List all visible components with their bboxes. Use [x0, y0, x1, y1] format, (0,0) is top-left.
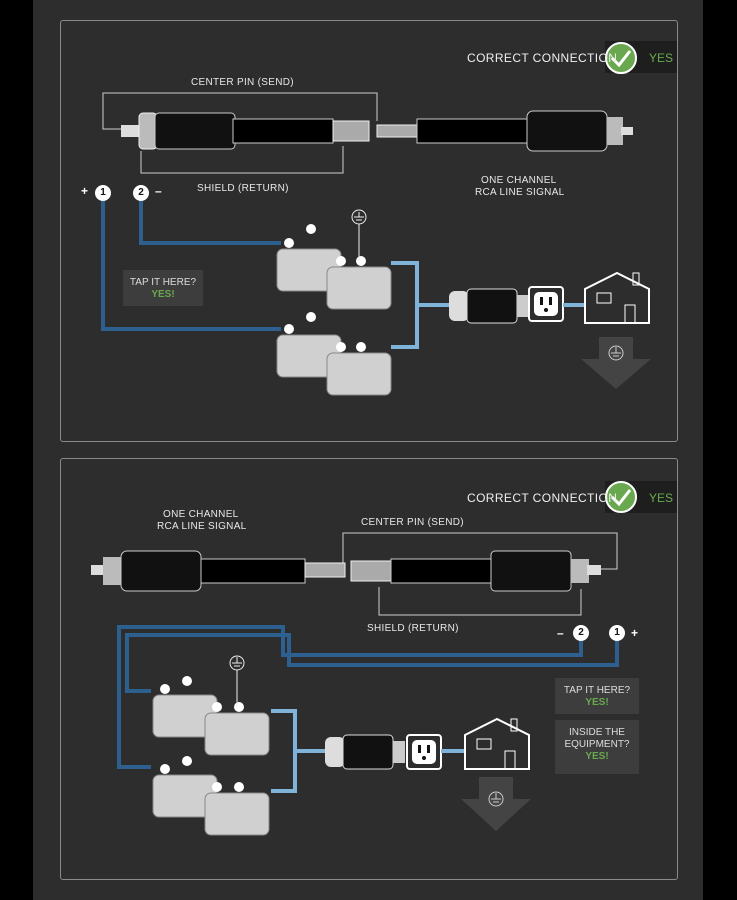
plus-sign: +: [81, 184, 89, 198]
shield-wire: [139, 201, 281, 245]
house-icon: [584, 271, 650, 324]
tap-it-here-box: TAP IT HERE? YES!: [555, 678, 639, 714]
hot-wire: [271, 709, 297, 793]
center-pin-line: [342, 532, 618, 570]
ground-icon: [351, 209, 367, 261]
yes-label: YES: [649, 51, 674, 65]
tap-answer: YES!: [151, 289, 175, 300]
inside-question-line1: INSIDE THE: [569, 727, 625, 738]
ground-icon: [229, 655, 245, 707]
earth-ground-arrow: [461, 777, 531, 831]
inside-answer: YES!: [585, 751, 609, 762]
outlet-icon: [528, 286, 564, 322]
panel-top-diagram: CORRECT CONNECTION YES CENTER PIN (SEND)…: [60, 20, 678, 442]
isolator-group-2: [276, 312, 392, 396]
plus-sign: +: [631, 626, 639, 640]
inside-question-line2: EQUIPMENT?: [564, 739, 630, 750]
tap-it-here-box: TAP IT HERE? YES!: [123, 270, 203, 306]
center-pin-line: [102, 92, 378, 130]
channel-label-line2: RCA LINE SIGNAL: [157, 521, 247, 532]
shield-label: SHIELD (RETURN): [367, 623, 459, 634]
outlet-icon: [406, 734, 442, 770]
panel2-wiring-diagram: [91, 532, 619, 836]
shield-line: [378, 587, 582, 616]
terminal-2-badge: 2: [573, 625, 589, 641]
center-pin-label: CENTER PIN (SEND): [361, 517, 464, 528]
minus-sign: –: [557, 626, 564, 640]
isolator-group-2: [152, 756, 270, 836]
terminal-1-badge: 1: [609, 625, 625, 641]
rca-plug-right: [350, 550, 601, 592]
house-icon: [464, 717, 530, 770]
panel1-wiring-diagram: [101, 42, 651, 396]
correct-connection-label: CORRECT CONNECTION: [467, 51, 618, 65]
hot-wire: [391, 261, 419, 349]
send-wire: [101, 201, 281, 331]
tap-question: TAP IT HERE?: [563, 685, 631, 696]
yes-label: YES: [649, 491, 674, 505]
isolator-group-1: [152, 676, 270, 756]
terminal-1-badge: 1: [95, 185, 111, 201]
rca-plug-left: [91, 550, 346, 592]
tap-question: TAP IT HERE?: [129, 277, 197, 288]
channel-label-line1: ONE CHANNEL: [481, 175, 557, 186]
power-plug-icon: [449, 288, 539, 324]
tap-answer: YES!: [585, 697, 609, 708]
terminal-2-badge: 2: [133, 185, 149, 201]
shield-label: SHIELD (RETURN): [197, 183, 289, 194]
isolator-group-1: [276, 224, 392, 310]
rca-plug-left: [121, 112, 370, 150]
shield-wire: [117, 625, 583, 769]
correct-connection-label: CORRECT CONNECTION: [467, 491, 618, 505]
earth-ground-arrow: [581, 337, 651, 389]
rca-plug-right: [376, 110, 633, 152]
minus-sign: –: [155, 184, 162, 198]
shield-line: [140, 146, 344, 174]
power-plug-icon: [325, 734, 405, 770]
inside-equipment-box: INSIDE THE EQUIPMENT? YES!: [555, 720, 639, 774]
center-pin-label: CENTER PIN (SEND): [191, 77, 294, 88]
channel-label-line1: ONE CHANNEL: [163, 509, 239, 520]
panel-bottom-diagram: CORRECT CONNECTION YES ONE CHANNEL RCA L…: [60, 458, 678, 880]
channel-label-line2: RCA LINE SIGNAL: [475, 187, 565, 198]
send-wire: [125, 633, 619, 693]
